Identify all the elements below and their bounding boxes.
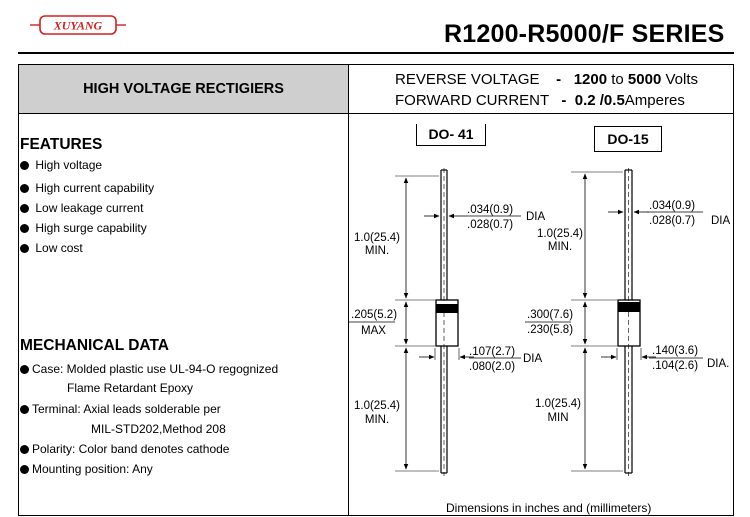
do15-lead-bottom-min: MIN <box>547 412 568 424</box>
company-logo: XUYANG <box>30 15 126 35</box>
do15-body-dia-min: .104(2.6) <box>652 360 698 372</box>
feature-item: High voltage <box>20 158 102 172</box>
reverse-voltage-spec: REVERSE VOLTAGE - 1200 to 5000 Volts <box>395 71 698 88</box>
do15-body-dia-label: DIA. <box>707 358 729 370</box>
do41-body-dia-min: .080(2.0) <box>469 361 515 373</box>
do15-lead-top-length: 1.0(25.4) <box>537 228 583 240</box>
do15-lead-dia-max: .034(0.9) <box>649 200 695 212</box>
header-rule <box>18 52 734 54</box>
bullet-icon <box>20 445 29 454</box>
bullet-icon <box>20 465 29 474</box>
bullet-icon <box>20 224 29 233</box>
title-rule <box>18 113 734 114</box>
reverse-voltage-max: 5000 <box>627 71 662 88</box>
do41-body-dia-max: .107(2.7) <box>469 346 515 358</box>
package-label-do15: DO-15 <box>594 126 662 152</box>
package-dimension-drawing: 1.0(25.4) MIN. .034(0.9) .028(0.7) DIA .… <box>349 168 731 476</box>
dimensions-footnote: Dimensions in inches and (millimeters) <box>446 501 652 515</box>
bullet-icon <box>20 365 29 374</box>
forward-current-unit: Amperes <box>624 92 685 109</box>
bullet-icon <box>20 161 29 170</box>
do15-lead-bottom-length: 1.0(25.4) <box>535 398 581 410</box>
bullet-icon <box>20 244 29 253</box>
do15-lead-dia-label: DIA <box>711 215 731 227</box>
bullet-icon <box>20 204 29 213</box>
feature-item: Low leakage current <box>20 201 143 215</box>
do15-lead-top-min: MIN. <box>548 241 572 253</box>
product-title: HIGH VOLTAGE RECTIGIERS <box>83 81 284 97</box>
datasheet-frame <box>18 64 734 516</box>
forward-current-label: FORWARD CURRENT <box>395 92 549 109</box>
product-title-cell: HIGH VOLTAGE RECTIGIERS <box>18 64 349 114</box>
do15-lead-dia-min: .028(0.7) <box>649 215 695 227</box>
do41-drawing: 1.0(25.4) MIN. .034(0.9) .028(0.7) DIA .… <box>349 168 546 476</box>
do41-lead-bottom-min: MIN. <box>365 414 389 426</box>
do15-body <box>617 299 641 347</box>
bullet-icon <box>20 405 29 414</box>
package-label-do41: DO- 41 <box>416 124 486 146</box>
reverse-voltage-dash: - <box>556 71 562 88</box>
reverse-voltage-min: 1200 <box>573 71 608 88</box>
mech-terminal-continued: MIL-STD202,Method 208 <box>91 422 226 436</box>
do41-lead-dia-label: DIA <box>526 211 546 223</box>
do15-body-dia-max: .140(3.6) <box>652 345 698 357</box>
mech-item-terminal: Terminal: Axial leads solderable per <box>20 402 221 416</box>
do15-drawing: 1.0(25.4) MIN. .034(0.9) .028(0.7) DIA .… <box>525 168 731 476</box>
do15-body-length-max: .300(7.6) <box>527 309 573 321</box>
do41-body-dia-label: DIA <box>523 353 543 365</box>
do15-body-length-min: .230(5.8) <box>527 324 573 336</box>
do41-lead-top-min: MIN. <box>365 245 389 257</box>
mechanical-data-heading: MECHANICAL DATA <box>20 337 169 354</box>
series-title: R1200-R5000/F SERIES <box>444 20 725 48</box>
do41-lead-dia-max: .034(0.9) <box>467 204 513 216</box>
reverse-voltage-unit: Volts <box>665 71 698 88</box>
logo-text: XUYANG <box>53 19 103 33</box>
mech-item-case: Case: Molded plastic use UL-94-O regogni… <box>20 362 278 376</box>
do41-body-length-max: MAX <box>361 325 386 337</box>
forward-current-spec: FORWARD CURRENT - 0.2 /0.5Amperes <box>395 92 685 109</box>
mech-case-continued: Flame Retardant Epoxy <box>67 381 194 395</box>
do41-lead-bottom-length: 1.0(25.4) <box>354 400 400 412</box>
forward-current-dash: - <box>561 92 567 109</box>
column-divider <box>348 64 349 516</box>
feature-item: Low cost <box>20 241 83 255</box>
feature-item: High current capability <box>20 181 154 195</box>
reverse-voltage-label: REVERSE VOLTAGE <box>395 71 540 88</box>
feature-item: High surge capability <box>20 221 147 235</box>
mech-item-polarity: Polarity: Color band denotes cathode <box>20 442 229 456</box>
do41-lead-top-length: 1.0(25.4) <box>354 232 400 244</box>
do41-lead-dia-min: .028(0.7) <box>467 219 513 231</box>
do41-body-length: .205(5.2) <box>351 309 397 321</box>
features-heading: FEATURES <box>20 136 103 153</box>
mech-item-mounting: Mounting position: Any <box>20 462 153 476</box>
do41-body <box>435 299 459 347</box>
bullet-icon <box>20 184 29 193</box>
reverse-voltage-to: to <box>611 71 624 88</box>
forward-current-value: 0.2 /0.5 <box>574 92 625 109</box>
